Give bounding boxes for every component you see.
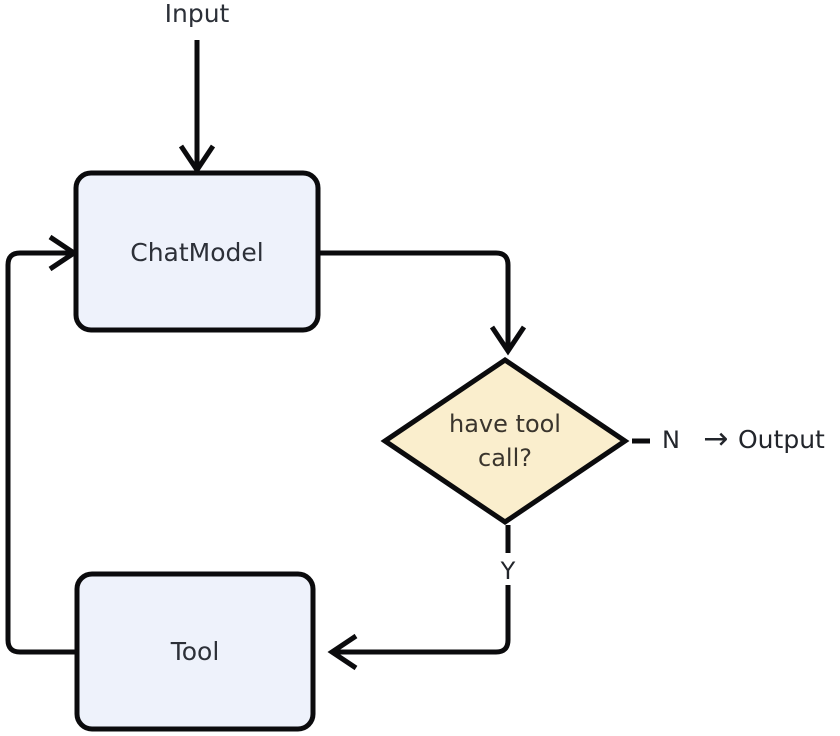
decision-label-line1: have tool xyxy=(449,410,561,438)
edge-decision-to-tool xyxy=(327,525,511,671)
output-arrow-icon: → xyxy=(703,422,728,457)
decision-label-line2: call? xyxy=(478,444,532,472)
tool-label: Tool xyxy=(170,637,220,666)
node-decision[interactable]: have tool call? xyxy=(380,356,630,526)
edge-tool-to-chatmodel xyxy=(5,234,79,655)
edge-label-yes: Y xyxy=(500,557,516,585)
edge-chatmodel-to-decision xyxy=(318,250,527,356)
chatmodel-box[interactable] xyxy=(73,170,321,333)
edge-label-no: N xyxy=(662,426,680,454)
output-terminal-label: Output xyxy=(738,425,825,454)
input-terminal-label: Input xyxy=(165,0,230,28)
chatmodel-label: ChatModel xyxy=(130,238,263,267)
node-tool[interactable]: Tool xyxy=(74,571,316,732)
tool-box[interactable] xyxy=(74,571,316,732)
node-chatmodel[interactable]: ChatModel xyxy=(73,170,321,333)
edge-input-to-chatmodel xyxy=(178,40,216,175)
decision-diamond[interactable] xyxy=(380,356,630,526)
